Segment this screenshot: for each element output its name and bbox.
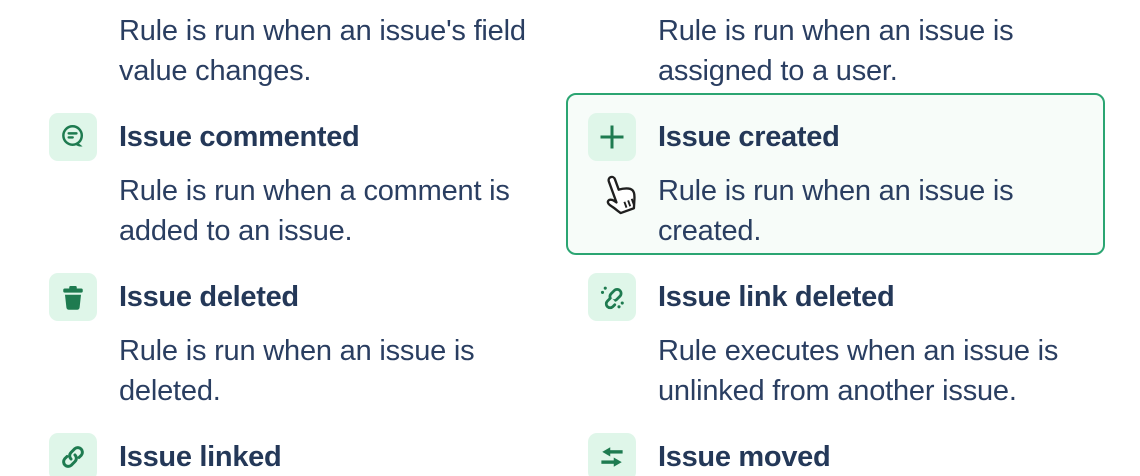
trigger-description: Rule is run when an issue's field value … — [119, 15, 526, 87]
trigger-title: Issue deleted — [119, 280, 299, 313]
trigger-title: Issue commented — [119, 120, 360, 153]
trigger-description: Rule is run when a comment is added to a… — [119, 175, 510, 247]
plus-icon — [588, 113, 636, 161]
comment-bubble-icon — [49, 113, 97, 161]
trigger-title: Issue moved — [658, 440, 831, 473]
trigger-card-field-value[interactable]: Rule is run when an issue's field value … — [27, 0, 566, 95]
trigger-description: Rule is run when an issue is assigned to… — [658, 15, 1014, 87]
trigger-card-issue-link-deleted[interactable]: Issue link deleted Rule executes when an… — [566, 253, 1105, 415]
trigger-title: Issue created — [658, 120, 840, 153]
link-icon — [49, 433, 97, 476]
trigger-card-issue-commented[interactable]: Issue commented Rule is run when a comme… — [27, 93, 566, 255]
trash-icon — [49, 273, 97, 321]
trigger-card-issue-assigned[interactable]: Rule is run when an issue is assigned to… — [566, 0, 1105, 95]
trigger-grid: Rule is run when an issue's field value … — [27, 0, 1105, 476]
trigger-card-issue-deleted[interactable]: Issue deleted Rule is run when an issue … — [27, 253, 566, 415]
trigger-card-issue-created[interactable]: Issue created Rule is run when an issue … — [566, 93, 1105, 255]
trigger-title: Issue link deleted — [658, 280, 895, 313]
trigger-card-issue-moved[interactable]: Issue moved — [566, 413, 1105, 476]
trigger-description: Rule is run when an issue is deleted. — [119, 335, 475, 407]
left-right-arrows-icon — [588, 433, 636, 476]
trigger-description: Rule is run when an issue is created. — [658, 175, 1014, 247]
trigger-title: Issue linked — [119, 440, 282, 473]
trigger-card-issue-linked[interactable]: Issue linked — [27, 413, 566, 476]
broken-link-icon — [588, 273, 636, 321]
trigger-description: Rule executes when an issue is unlinked … — [658, 335, 1059, 407]
